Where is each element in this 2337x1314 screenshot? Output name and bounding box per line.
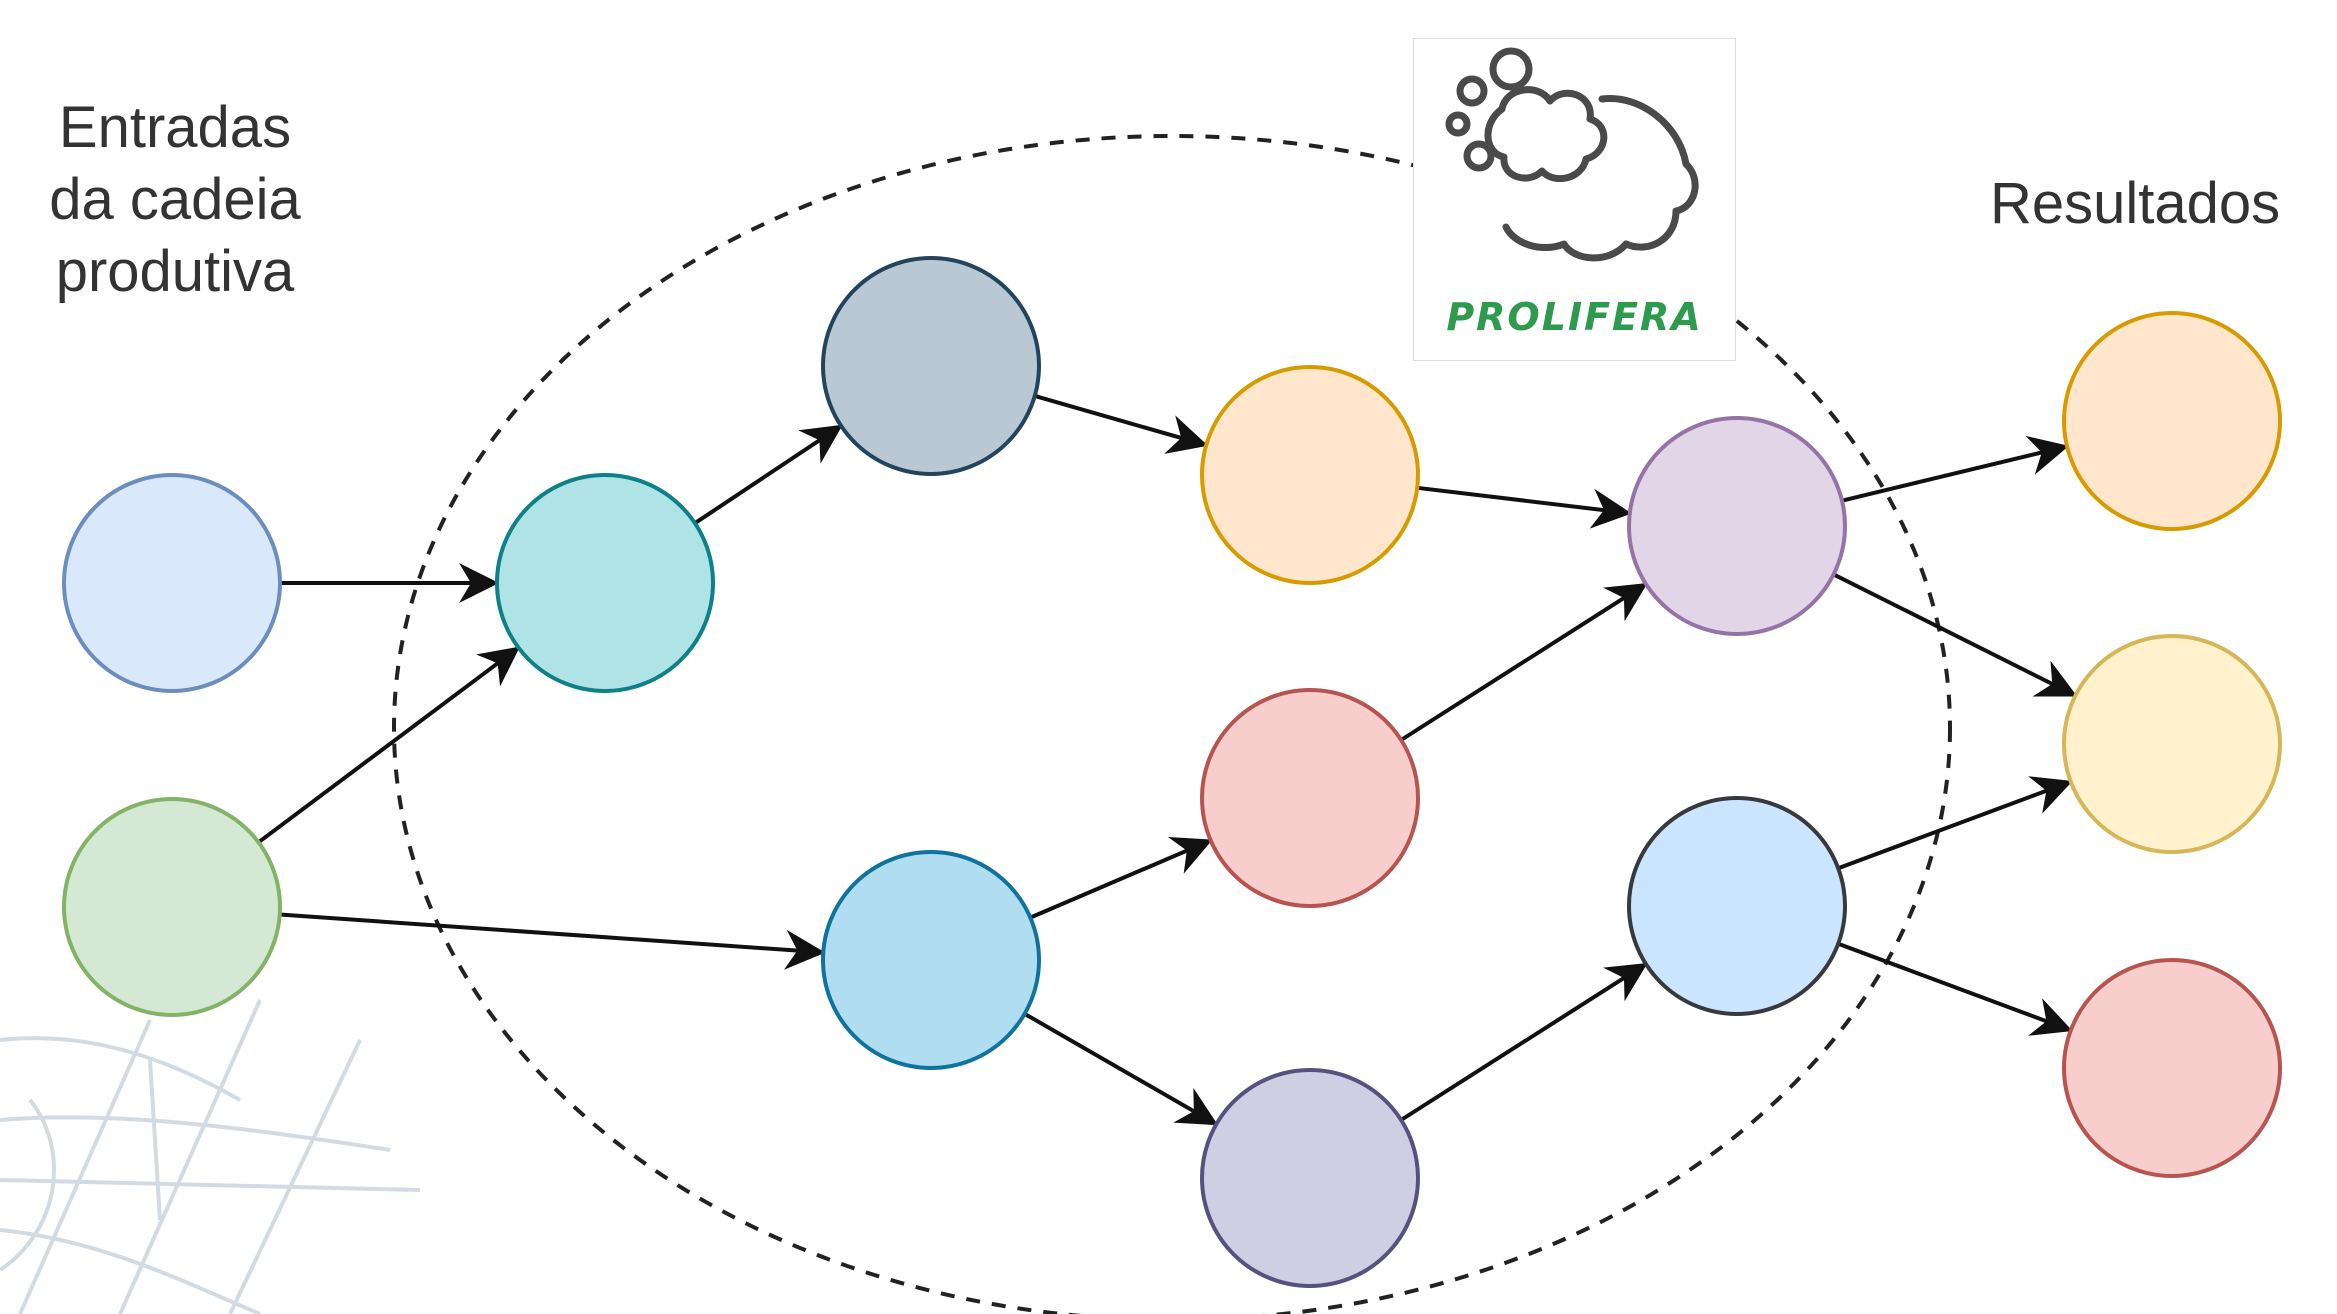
edge-red-to-purple: [1400, 582, 1648, 742]
edge-lavender-to-light-blue: [1400, 962, 1648, 1122]
node-red: [1200, 688, 1420, 908]
node-light-blue: [1627, 796, 1847, 1016]
node-teal: [495, 473, 715, 693]
node-result-red: [2062, 958, 2282, 1178]
node-result-yellow: [2062, 634, 2282, 854]
edges-layer: [257, 393, 2078, 1126]
node-purple: [1627, 416, 1847, 636]
node-slate: [821, 256, 1041, 476]
edge-light-blue-to-result-yellow: [1837, 776, 2073, 871]
edge-slate-to-orange: [1034, 393, 1209, 454]
edge-input-2-to-teal: [257, 646, 521, 844]
logo-text: PROLIFERA: [1446, 295, 1703, 339]
results-label: Resultados: [1990, 171, 2281, 236]
dashed-region: [392, 134, 1952, 1314]
edge-orange-to-purple: [1416, 485, 1632, 529]
node-input-1: [62, 473, 282, 693]
node-lavender: [1200, 1068, 1420, 1288]
nodes-layer: [62, 256, 2282, 1288]
node-input-2: [62, 797, 282, 1017]
node-orange: [1200, 365, 1420, 585]
bubbles-cloud-icon: [1445, 47, 1699, 262]
edge-teal-to-slate: [693, 424, 843, 525]
edge-light-blue-to-result-red: [1837, 941, 2073, 1036]
edge-purple-to-result-yellow: [1832, 572, 2078, 697]
prolifera-logo: PROLIFERA: [1413, 38, 1736, 361]
edge-blue-to-lavender: [1023, 1012, 1219, 1126]
edge-input-2-to-blue: [279, 912, 826, 970]
map-watermark: [0, 999, 421, 1314]
edge-purple-to-result-orange: [1841, 435, 2069, 503]
node-blue: [821, 850, 1041, 1070]
node-result-orange: [2062, 311, 2282, 531]
edge-blue-to-red: [1029, 836, 1213, 920]
inputs-label: Entradas da cadeia produtiva: [49, 95, 301, 304]
